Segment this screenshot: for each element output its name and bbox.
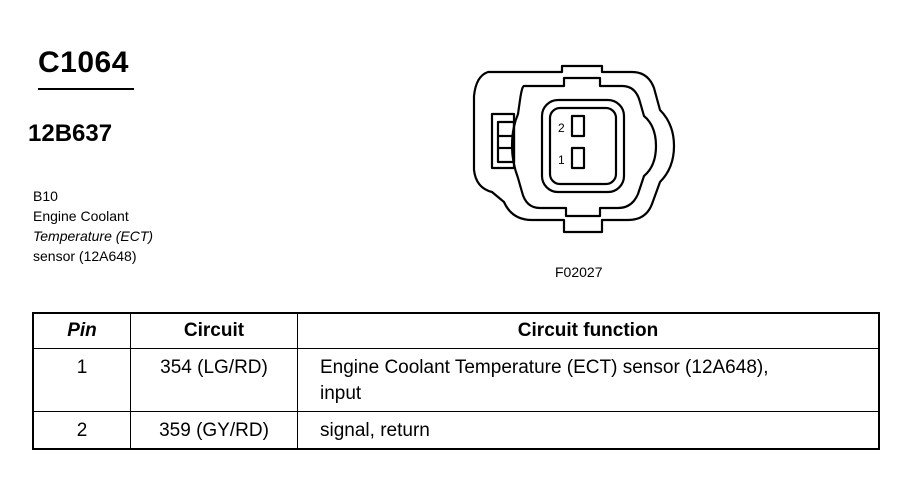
function-cell: signal, return xyxy=(297,411,880,450)
function-text: Engine Coolant Temperature (ECT) sensor … xyxy=(320,357,769,378)
component-name-line1: Engine Coolant xyxy=(33,208,129,224)
component-description: B10 Engine Coolant Temperature (ECT) sen… xyxy=(33,186,153,266)
pinout-table: Pin Circuit Circuit function 1 354 (LG/R… xyxy=(32,312,880,450)
table-row: 2 359 (GY/RD) signal, return xyxy=(32,411,880,450)
function-cell: Engine Coolant Temperature (ECT) sensor … xyxy=(297,348,880,412)
circuit-cell: 359 (GY/RD) xyxy=(130,411,298,450)
figure-reference: F02027 xyxy=(555,264,603,280)
connector-id-underline xyxy=(38,88,134,90)
table-header-row: Pin Circuit Circuit function xyxy=(32,312,880,349)
pin-label-2: 2 xyxy=(558,121,565,135)
connector-id: C1064 xyxy=(38,46,129,79)
header-pin: Pin xyxy=(32,312,131,349)
part-number: 12B637 xyxy=(28,120,113,147)
pin-label-1: 1 xyxy=(558,153,565,167)
function-text-cont: input xyxy=(320,383,362,404)
pin-cell: 1 xyxy=(32,348,131,412)
component-name-line3: sensor (12A648) xyxy=(33,248,137,264)
component-name-line2: Temperature (ECT) xyxy=(33,228,154,244)
pin-cell: 2 xyxy=(32,411,131,450)
connector-face-diagram: 2 1 xyxy=(472,64,676,234)
circuit-cell: 354 (LG/RD) xyxy=(130,348,298,412)
table-row: 1 354 (LG/RD) Engine Coolant Temperature… xyxy=(32,348,880,412)
header-circuit-function: Circuit function xyxy=(297,312,880,349)
header-circuit: Circuit xyxy=(130,312,298,349)
component-code: B10 xyxy=(33,188,58,204)
